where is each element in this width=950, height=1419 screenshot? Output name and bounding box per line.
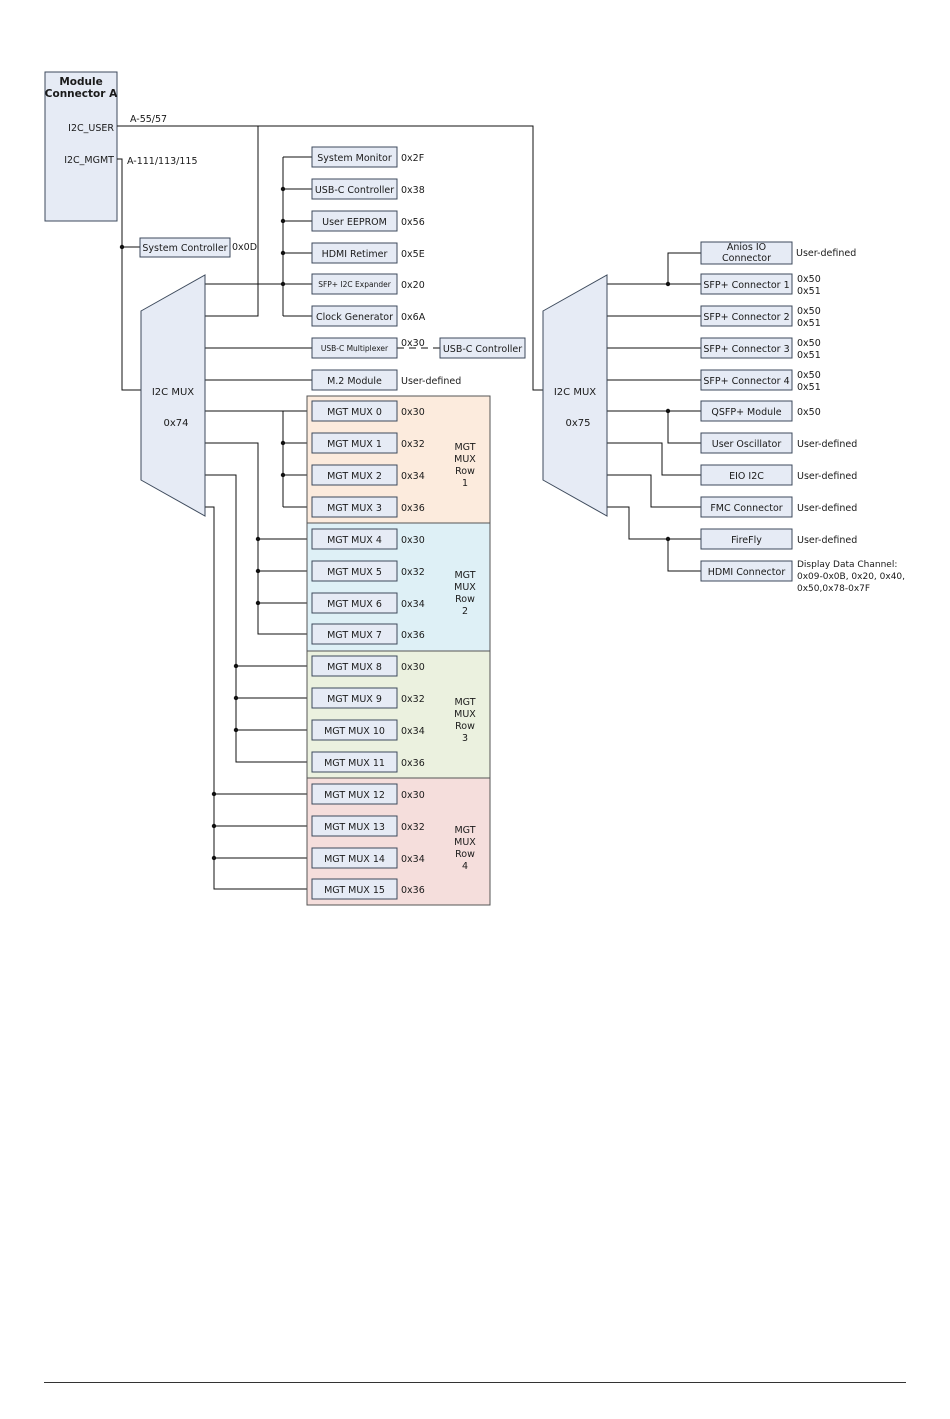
device-addr: User-defined: [796, 248, 856, 259]
mgt-mux-addr: 0x34: [401, 854, 425, 865]
device-label: USB-C Multiplexer: [321, 344, 389, 353]
device-addr: 0x30: [401, 338, 425, 349]
usb-c-controller-remote-label: USB-C Controller: [443, 344, 522, 355]
device-label: Clock Generator: [316, 312, 393, 323]
mgt-mux-addr: 0x32: [401, 822, 425, 833]
mgt-mux-label: MGT MUX 3: [327, 503, 382, 514]
device-addr: 0x5E: [401, 249, 425, 260]
mgt-mux-label: MGT MUX 2: [327, 471, 382, 482]
pin-label-user: A-55/57: [130, 114, 167, 125]
left-devices: System Monitor 0x2F USB-C Controller 0x3…: [311, 146, 461, 391]
mgt-mux-label: MGT MUX 6: [327, 599, 382, 610]
port-i2c-mgmt: I2C_MGMT: [64, 155, 114, 166]
device-label: HDMI Retimer: [322, 249, 388, 260]
i2c-mux-left: I2C MUX 0x74: [140, 274, 206, 517]
device-label: EIO I2C: [729, 471, 764, 482]
wires: [117, 125, 701, 890]
mgt-mux-addr: 0x30: [401, 535, 425, 546]
mgt-mux-addr: 0x32: [401, 694, 425, 705]
mgt-mux-addr: 0x36: [401, 503, 425, 514]
page-footer-rule: [44, 1382, 906, 1383]
mgt-mux-addr: 0x34: [401, 599, 425, 610]
device-label: SFP+ Connector 3: [703, 344, 789, 355]
device-label: User Oscillator: [712, 439, 782, 450]
device-addr: 0x56: [401, 217, 425, 228]
device-label: USB-C Controller: [315, 185, 394, 196]
mgt-mux-addr: 0x36: [401, 630, 425, 641]
mgt-mux-addr: 0x30: [401, 662, 425, 673]
mgt-mux-label: MGT MUX 11: [324, 758, 385, 769]
device-label: SFP+ Connector 1: [703, 280, 789, 291]
device-addr: User-defined: [797, 503, 857, 514]
mgt-mux-label: MGT MUX 10: [324, 726, 385, 737]
device-addr: 0x20: [401, 280, 425, 291]
mgt-mux-label: MGT MUX 13: [324, 822, 385, 833]
mgt-mux-label: MGT MUX 4: [327, 535, 382, 546]
mgt-mux-label: MGT MUX 0: [327, 407, 382, 418]
device-addr: User-defined: [797, 535, 857, 546]
device-label: QSFP+ Module: [711, 407, 781, 418]
device-label: SFP+ Connector 4: [703, 376, 789, 387]
device-label: SFP+ Connector 2: [703, 312, 789, 323]
mux-left-label: I2C MUX: [152, 387, 194, 398]
device-label: FireFly: [731, 535, 762, 546]
mgt-mux-addr: 0x34: [401, 471, 425, 482]
mgt-mux-addr: 0x30: [401, 790, 425, 801]
device-addr: 0x2F: [401, 153, 424, 164]
device-addr: 0x38: [401, 185, 425, 196]
device-addr: User-defined: [797, 471, 857, 482]
device-label: FMC Connector: [710, 503, 782, 514]
i2c-mux-right: I2C MUX 0x75: [542, 274, 608, 517]
mgt-mux-addr: 0x34: [401, 726, 425, 737]
mgt-mux-label: MGT MUX 14: [324, 854, 385, 865]
mgt-mux-addr: 0x36: [401, 885, 425, 896]
system-controller: System Controller 0x0D: [139, 237, 257, 258]
mgt-mux-label: MGT MUX 1: [327, 439, 382, 450]
pin-label-mgmt: A-111/113/115: [127, 156, 198, 167]
system-controller-label: System Controller: [142, 243, 227, 254]
mgt-mux-label: MGT MUX 12: [324, 790, 385, 801]
device-addr: 0x50: [797, 407, 821, 418]
mgt-mux-label: MGT MUX 7: [327, 630, 382, 641]
mgt-mux-addr: 0x30: [401, 407, 425, 418]
port-i2c-user: I2C_USER: [68, 123, 114, 134]
junction-dots: [119, 186, 671, 861]
mux-right-addr: 0x75: [565, 418, 590, 429]
mgt-mux-addr: 0x32: [401, 439, 425, 450]
mgt-mux-label: MGT MUX 5: [327, 567, 382, 578]
device-label: HDMI Connector: [708, 567, 786, 578]
device-addr: User-defined: [401, 376, 461, 387]
mux-left-addr: 0x74: [163, 418, 188, 429]
mgt-mux-addr: 0x32: [401, 567, 425, 578]
mux-right-label: I2C MUX: [554, 387, 596, 398]
device-addr: User-defined: [797, 439, 857, 450]
usb-c-controller-remote: USB-C Controller: [439, 337, 526, 359]
system-controller-addr: 0x0D: [232, 242, 257, 253]
device-addr: 0x6A: [401, 312, 426, 323]
device-label: System Monitor: [317, 153, 392, 164]
device-label: User EEPROM: [322, 217, 387, 228]
mgt-mux-label: MGT MUX 8: [327, 662, 382, 673]
device-addr: Display Data Channel:0x09-0x0B, 0x20, 0x…: [797, 560, 905, 594]
mgt-mux-label: MGT MUX 9: [327, 694, 382, 705]
device-label: M.2 Module: [327, 376, 382, 387]
device-label: SFP+ I2C Expander: [318, 280, 392, 289]
mgt-mux-addr: 0x36: [401, 758, 425, 769]
mgt-mux-label: MGT MUX 15: [324, 885, 385, 896]
